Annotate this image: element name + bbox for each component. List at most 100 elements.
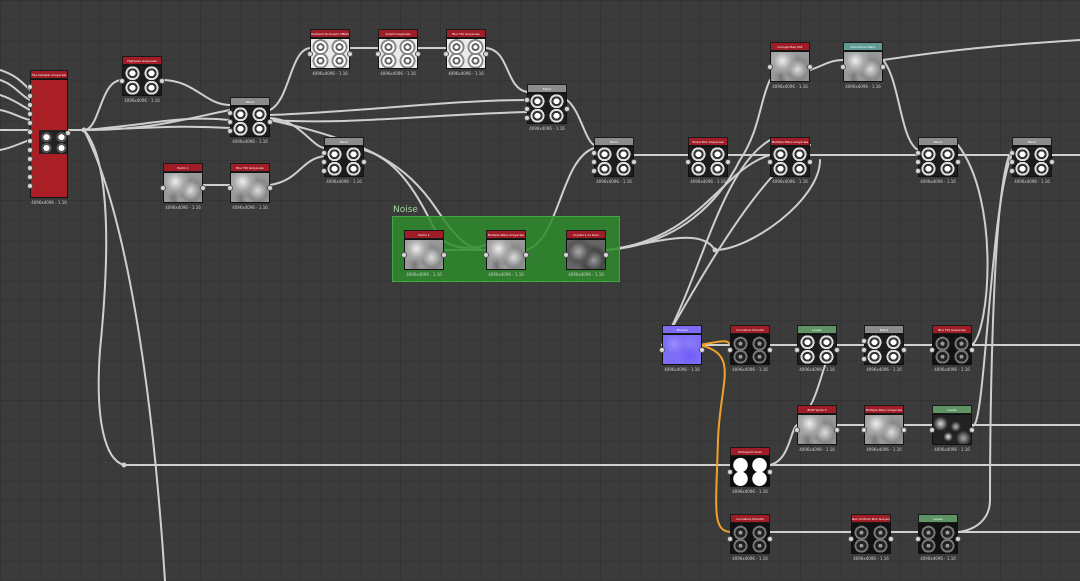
input-port[interactable] — [27, 183, 33, 189]
input-port[interactable] — [591, 150, 597, 156]
output-port[interactable] — [267, 119, 273, 125]
output-port[interactable] — [969, 347, 975, 353]
output-port[interactable] — [159, 78, 165, 84]
output-port[interactable] — [415, 51, 421, 57]
input-port[interactable] — [659, 347, 665, 353]
input-port[interactable] — [227, 119, 233, 125]
input-port[interactable] — [727, 536, 733, 542]
input-port[interactable] — [794, 347, 800, 353]
input-port[interactable] — [321, 168, 327, 174]
input-port[interactable] — [375, 51, 381, 57]
input-port[interactable] — [794, 427, 800, 433]
output-port[interactable] — [603, 252, 609, 258]
input-port[interactable] — [27, 147, 33, 153]
input-port[interactable] — [321, 150, 327, 156]
input-port[interactable] — [524, 106, 530, 112]
input-port[interactable] — [227, 128, 233, 134]
input-port[interactable] — [27, 111, 33, 117]
input-port[interactable] — [727, 347, 733, 353]
input-port[interactable] — [767, 159, 773, 165]
input-port[interactable] — [840, 64, 846, 70]
output-port[interactable] — [807, 159, 813, 165]
input-port[interactable] — [27, 165, 33, 171]
output-port[interactable] — [901, 427, 907, 433]
input-port[interactable] — [321, 159, 327, 165]
input-port[interactable] — [915, 536, 921, 542]
input-port[interactable] — [524, 97, 530, 103]
output-port[interactable] — [725, 159, 731, 165]
output-port[interactable] — [834, 347, 840, 353]
input-port[interactable] — [848, 536, 854, 542]
output-port[interactable] — [267, 185, 273, 191]
input-port[interactable] — [524, 115, 530, 121]
input-port[interactable] — [27, 129, 33, 135]
input-port[interactable] — [915, 168, 921, 174]
input-port[interactable] — [307, 51, 313, 57]
output-port[interactable] — [888, 536, 894, 542]
output-port[interactable] — [347, 51, 353, 57]
input-port[interactable] — [915, 159, 921, 165]
output-port[interactable] — [955, 159, 961, 165]
input-port[interactable] — [401, 252, 407, 258]
input-port[interactable] — [1009, 150, 1015, 156]
output-port[interactable] — [631, 159, 637, 165]
output-port[interactable] — [767, 536, 773, 542]
output-port[interactable] — [361, 159, 367, 165]
input-port[interactable] — [929, 347, 935, 353]
output-port[interactable] — [834, 427, 840, 433]
input-port[interactable] — [591, 159, 597, 165]
output-port[interactable] — [483, 51, 489, 57]
output-port[interactable] — [767, 347, 773, 353]
output-port[interactable] — [523, 252, 529, 258]
input-port[interactable] — [861, 356, 867, 362]
input-port[interactable] — [27, 93, 33, 99]
input-port[interactable] — [861, 338, 867, 344]
input-port[interactable] — [27, 138, 33, 144]
input-port[interactable] — [727, 469, 733, 475]
input-port[interactable] — [160, 185, 166, 191]
output-port[interactable] — [441, 252, 447, 258]
input-port[interactable] — [227, 185, 233, 191]
output-port[interactable] — [880, 64, 886, 70]
output-port[interactable] — [901, 347, 907, 353]
input-port[interactable] — [861, 347, 867, 353]
output-port[interactable] — [807, 64, 813, 70]
output-port[interactable] — [200, 185, 206, 191]
output-port[interactable] — [767, 469, 773, 475]
output-port[interactable] — [65, 130, 71, 136]
input-port[interactable] — [27, 174, 33, 180]
input-port[interactable] — [1009, 159, 1015, 165]
input-port[interactable] — [929, 427, 935, 433]
input-port[interactable] — [27, 156, 33, 162]
output-port[interactable] — [955, 536, 961, 542]
input-port[interactable] — [27, 84, 33, 90]
output-port[interactable] — [1049, 159, 1055, 165]
input-port[interactable] — [685, 159, 691, 165]
input-port[interactable] — [27, 120, 33, 126]
